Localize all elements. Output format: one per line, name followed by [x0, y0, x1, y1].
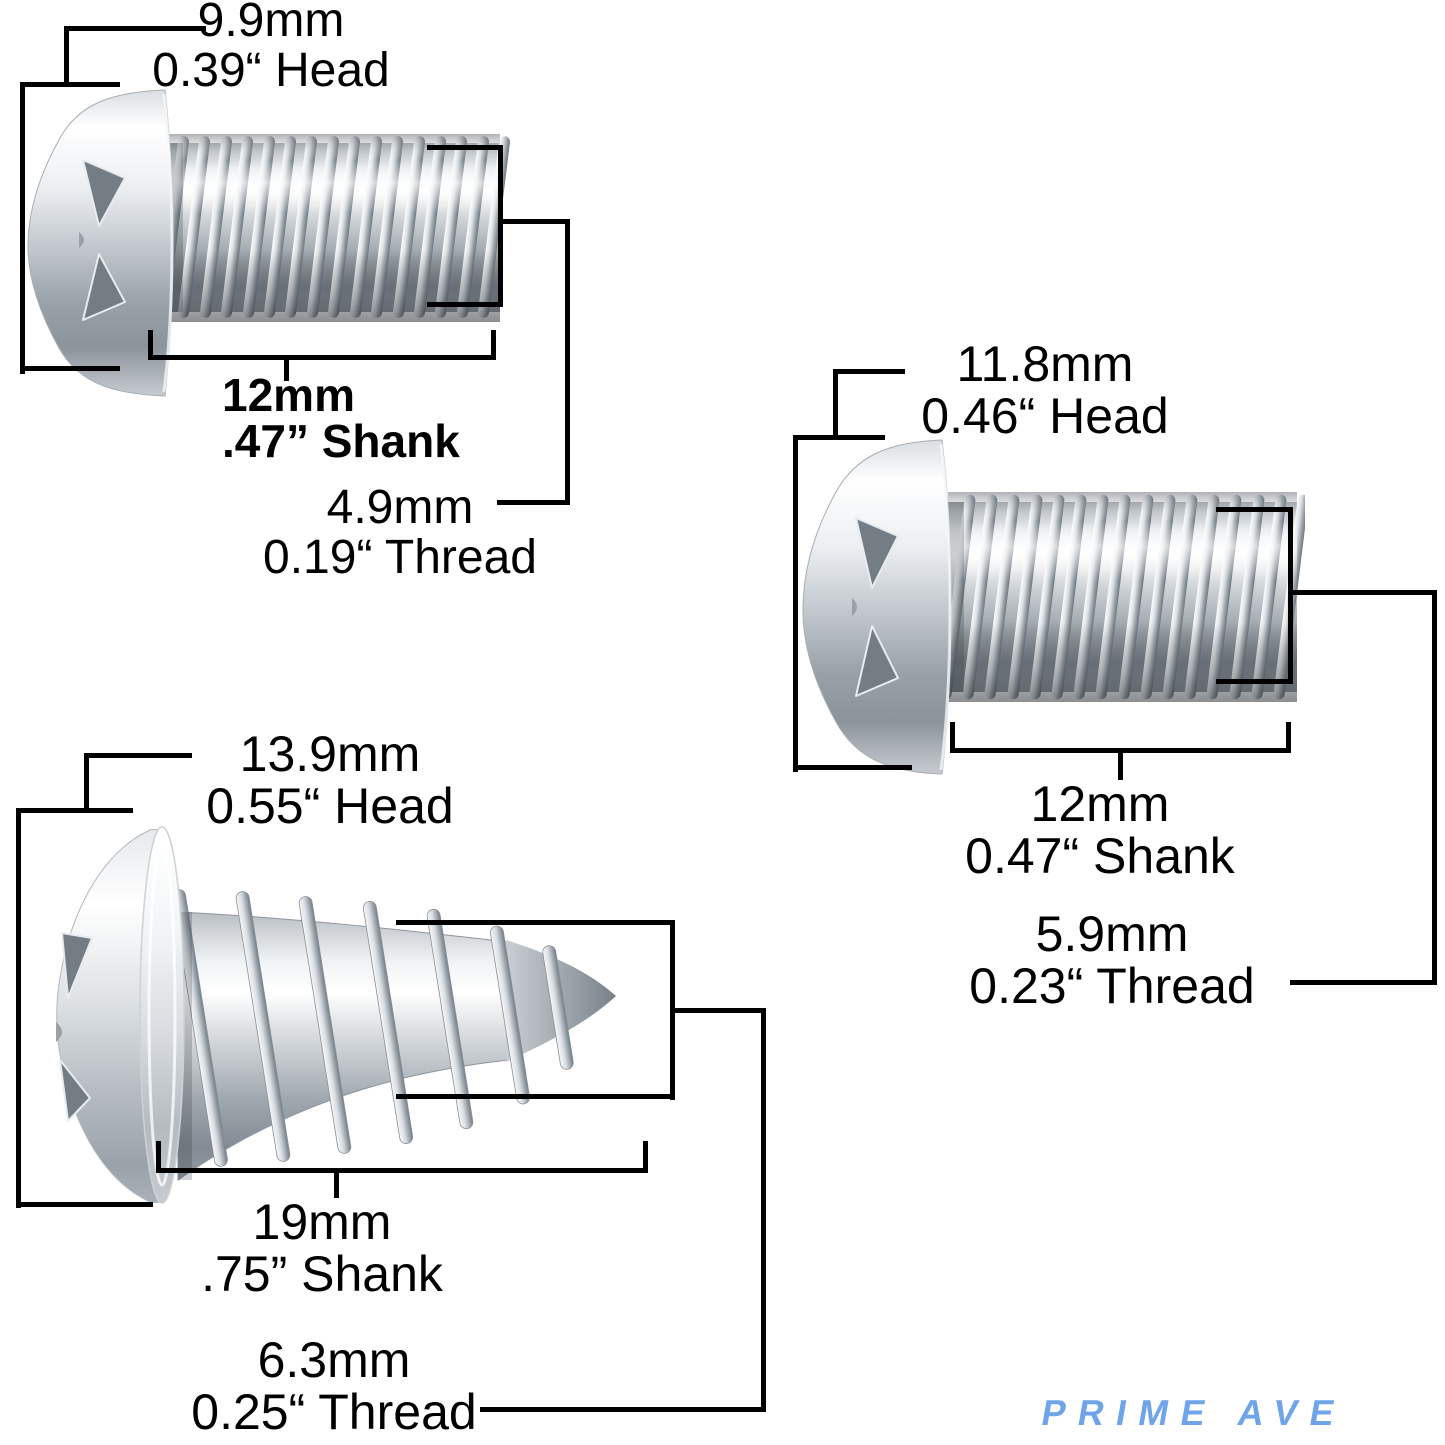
- dimension-line: [497, 500, 570, 505]
- dimension-value: 9.9mm: [197, 0, 345, 47]
- self-tapping-screw-image: [56, 826, 616, 1204]
- dimension-line: [148, 330, 153, 355]
- dimension-value: .75” Shank: [201, 1246, 443, 1302]
- dimension-value: 12mm: [1030, 776, 1170, 832]
- dimension-line: [793, 435, 798, 772]
- phillips-recess-icon: [852, 517, 899, 697]
- dimension-line: [334, 1168, 339, 1198]
- screw1-shank-dimension-label: 12mm .47” Shank: [222, 372, 460, 464]
- dimension-line: [20, 366, 120, 371]
- dimension-value: 0.46“ Head: [921, 388, 1169, 444]
- dimension-line: [491, 330, 496, 355]
- dimension-line: [1290, 980, 1437, 985]
- dimension-line: [1288, 507, 1293, 684]
- dimension-line: [427, 302, 503, 307]
- dimension-line: [427, 145, 503, 150]
- dimension-value: 0.47“ Shank: [965, 828, 1235, 884]
- dimension-value: 0.19“ Thread: [263, 530, 537, 584]
- dimension-line: [156, 1141, 161, 1168]
- screw1-thread-dimension-label: 4.9mm 0.19“ Thread: [263, 483, 537, 583]
- dimension-line: [1286, 722, 1291, 748]
- dimension-line: [1118, 748, 1123, 780]
- dimension-line: [643, 1141, 648, 1168]
- dimension-line: [480, 1407, 766, 1412]
- dimension-value: 13.9mm: [239, 726, 421, 782]
- dimension-line: [148, 355, 496, 360]
- dimension-value: 5.9mm: [1035, 906, 1189, 962]
- screw2-shank-dimension-label: 12mm 0.47“ Shank: [965, 778, 1235, 882]
- dimension-line: [16, 808, 21, 1208]
- dimension-line: [20, 82, 25, 374]
- dimension-line: [84, 753, 192, 758]
- dimension-line: [761, 1008, 766, 1412]
- dimension-line: [396, 920, 675, 925]
- phillips-recess-icon: [79, 159, 126, 321]
- dimension-line: [64, 26, 69, 86]
- dimension-value: 0.25“ Thread: [191, 1384, 477, 1440]
- dimension-value: .47” Shank: [222, 415, 460, 467]
- screw-3-head-face: [139, 826, 185, 1204]
- dimension-line: [16, 808, 133, 813]
- dimension-value: 11.8mm: [956, 336, 1134, 392]
- dimension-line: [1288, 590, 1437, 595]
- dimension-line: [396, 1094, 675, 1099]
- screw3-head-dimension-label: 13.9mm 0.55“ Head: [206, 728, 453, 832]
- screw3-thread-dimension-label: 6.3mm 0.25“ Thread: [191, 1334, 476, 1438]
- dimension-line: [84, 753, 89, 812]
- screw3-shank-dimension-label: 19mm .75” Shank: [201, 1196, 443, 1300]
- machine-screw-2-image: [802, 439, 1305, 775]
- dimension-line: [16, 1202, 153, 1207]
- dimension-value: 0.23“ Thread: [969, 958, 1255, 1014]
- dimension-line: [1216, 679, 1293, 684]
- dimension-line: [1216, 507, 1293, 512]
- dimension-line: [498, 145, 503, 307]
- dimension-line: [64, 26, 206, 31]
- dimension-line: [284, 355, 289, 381]
- phillips-recess-icon: [56, 932, 93, 1122]
- dimension-line: [793, 435, 885, 440]
- prime-ave-logo: PRIME AVE: [1038, 1392, 1350, 1433]
- dimension-line: [156, 1168, 648, 1173]
- dimension-line: [833, 369, 905, 374]
- dimension-line: [950, 722, 955, 748]
- dimension-line: [1432, 590, 1437, 985]
- dimension-line: [565, 219, 570, 505]
- machine-screw-1-image: [27, 89, 510, 397]
- dimension-value: 0.39“ Head: [152, 43, 390, 97]
- dimension-line: [833, 369, 838, 439]
- screw2-thread-dimension-label: 5.9mm 0.23“ Thread: [969, 908, 1254, 1012]
- screw-2-head: [802, 439, 952, 775]
- dimension-value: 6.3mm: [257, 1332, 411, 1388]
- dimension-value: 0.55“ Head: [206, 778, 454, 834]
- dimension-line: [498, 219, 570, 224]
- dimension-value: 19mm: [252, 1194, 392, 1250]
- dimension-line: [793, 765, 912, 770]
- screw-3-threads: [172, 889, 574, 1167]
- screw2-head-dimension-label: 11.8mm 0.46“ Head: [921, 338, 1168, 442]
- screw1-head-dimension-label: 9.9mm 0.39“ Head: [152, 0, 390, 96]
- dimension-line: [20, 82, 120, 87]
- dimension-value: 12mm: [222, 369, 355, 421]
- dimension-line: [670, 1008, 766, 1013]
- dimension-value: 4.9mm: [326, 481, 474, 534]
